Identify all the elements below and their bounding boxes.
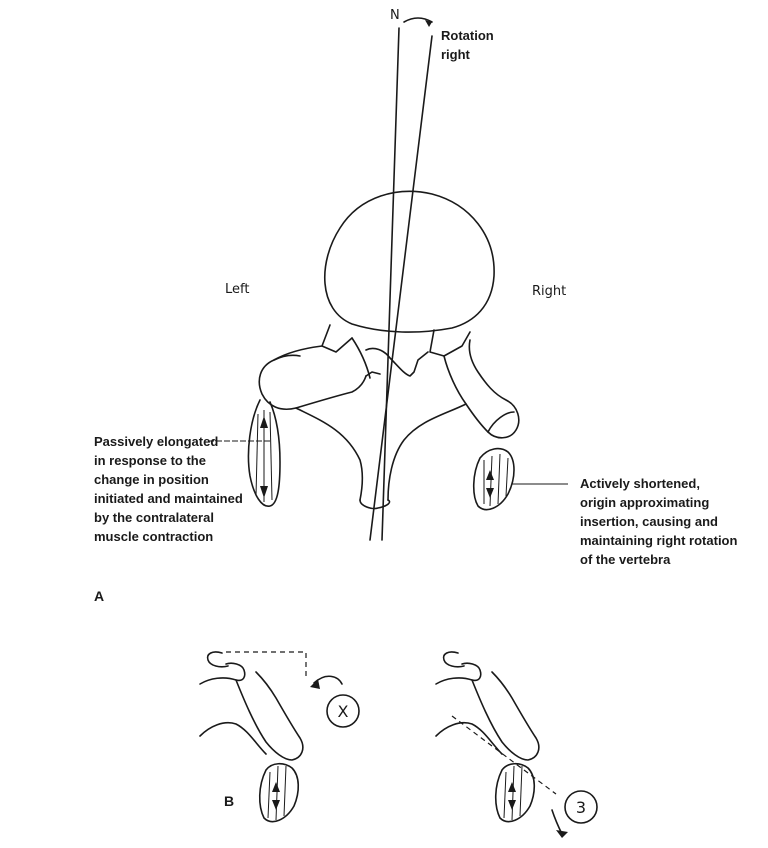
rotated-axis-line (370, 36, 432, 540)
vertebral-body (325, 191, 494, 332)
panel-a-label: A (94, 588, 104, 604)
right-side-label: Right (532, 284, 566, 299)
right-muscle (474, 449, 514, 510)
left-muscle (248, 400, 280, 506)
rotation-right-label: Rotation right (441, 26, 494, 64)
north-label: N (390, 8, 400, 23)
axis-lines (370, 28, 432, 540)
left-side-label: Left (225, 282, 249, 297)
left-muscle-note: Passively elongated in response to the c… (94, 432, 243, 546)
circle-label-x: X (338, 702, 349, 721)
panel-b-label: B (224, 793, 234, 809)
right-muscle-note: Actively shortened, origin approximating… (580, 474, 737, 569)
vertebral-arch (259, 325, 518, 509)
panel-b-right-figure (436, 652, 597, 838)
neutral-axis-line (382, 28, 399, 540)
left-transverse-process (259, 346, 366, 409)
circle-label-3: 3 (576, 798, 586, 817)
right-transverse-process (444, 340, 519, 438)
